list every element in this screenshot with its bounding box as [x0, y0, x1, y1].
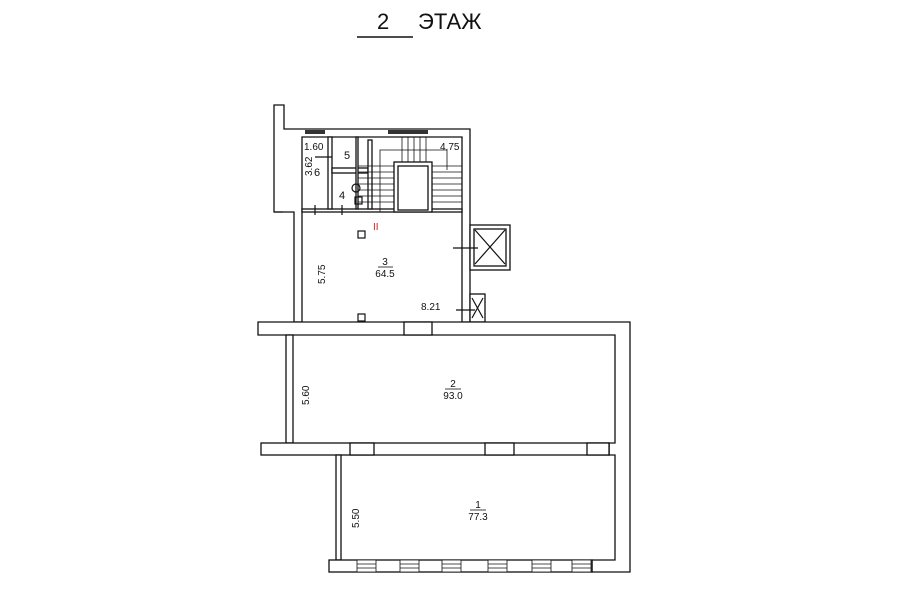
- dim-room3-right: 8.21: [421, 302, 441, 313]
- windows: [356, 559, 592, 573]
- room3-area: 64.5: [375, 269, 395, 280]
- room6-height: 3.62: [304, 156, 315, 176]
- section-marker: II: [373, 222, 379, 233]
- column-icon: [357, 230, 366, 239]
- lower-block-walls: [257, 321, 631, 573]
- room1-number: 1: [475, 500, 481, 511]
- ventilation-shaft: [456, 293, 486, 323]
- dim-room6-top: 1.60: [304, 142, 324, 153]
- floor-label: ЭТАЖ: [418, 9, 482, 34]
- toilet-icon: [351, 183, 361, 193]
- sink-icon: [354, 196, 363, 205]
- room3-height: 5.75: [317, 264, 328, 284]
- upper-block-walls: [273, 104, 471, 323]
- room2-area: 93.0: [443, 391, 463, 402]
- room1-area: 77.3: [468, 512, 488, 523]
- room2-height: 5.60: [301, 385, 312, 405]
- floor-number: 2: [377, 9, 389, 34]
- room5-number: 5: [344, 150, 350, 162]
- room4-number: 4: [339, 190, 345, 202]
- room1-height: 5.50: [351, 508, 362, 528]
- room6-number: 6: [314, 167, 320, 179]
- staircase: [358, 137, 462, 213]
- room3-number: 3: [382, 257, 388, 268]
- dim-stair: 4.75: [440, 142, 460, 153]
- column-icon: [357, 313, 366, 322]
- room2-number: 2: [450, 379, 456, 390]
- interior-partitions: [301, 136, 463, 215]
- elevator-shaft: [453, 224, 511, 271]
